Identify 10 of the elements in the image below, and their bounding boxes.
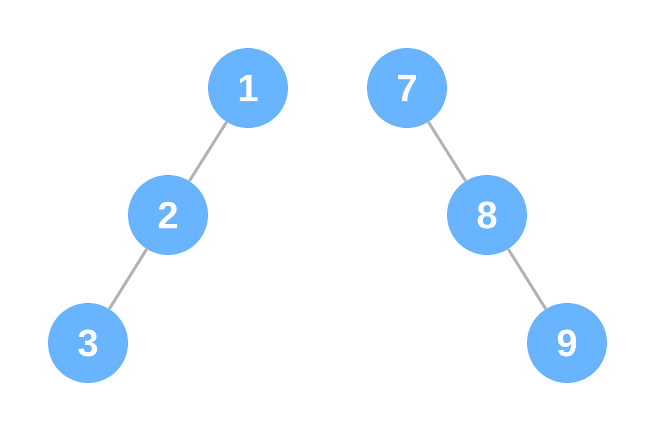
circle-node: 7 (367, 48, 447, 128)
circle-node: 1 (208, 48, 288, 128)
connector-line (427, 121, 467, 182)
circle-node: 2 (128, 175, 208, 255)
circle-node: 8 (447, 175, 527, 255)
circle-node: 3 (48, 303, 128, 383)
circle-node: 9 (527, 303, 607, 383)
connector-line (108, 248, 148, 310)
connector-line (188, 121, 228, 182)
connector-line (507, 248, 547, 310)
